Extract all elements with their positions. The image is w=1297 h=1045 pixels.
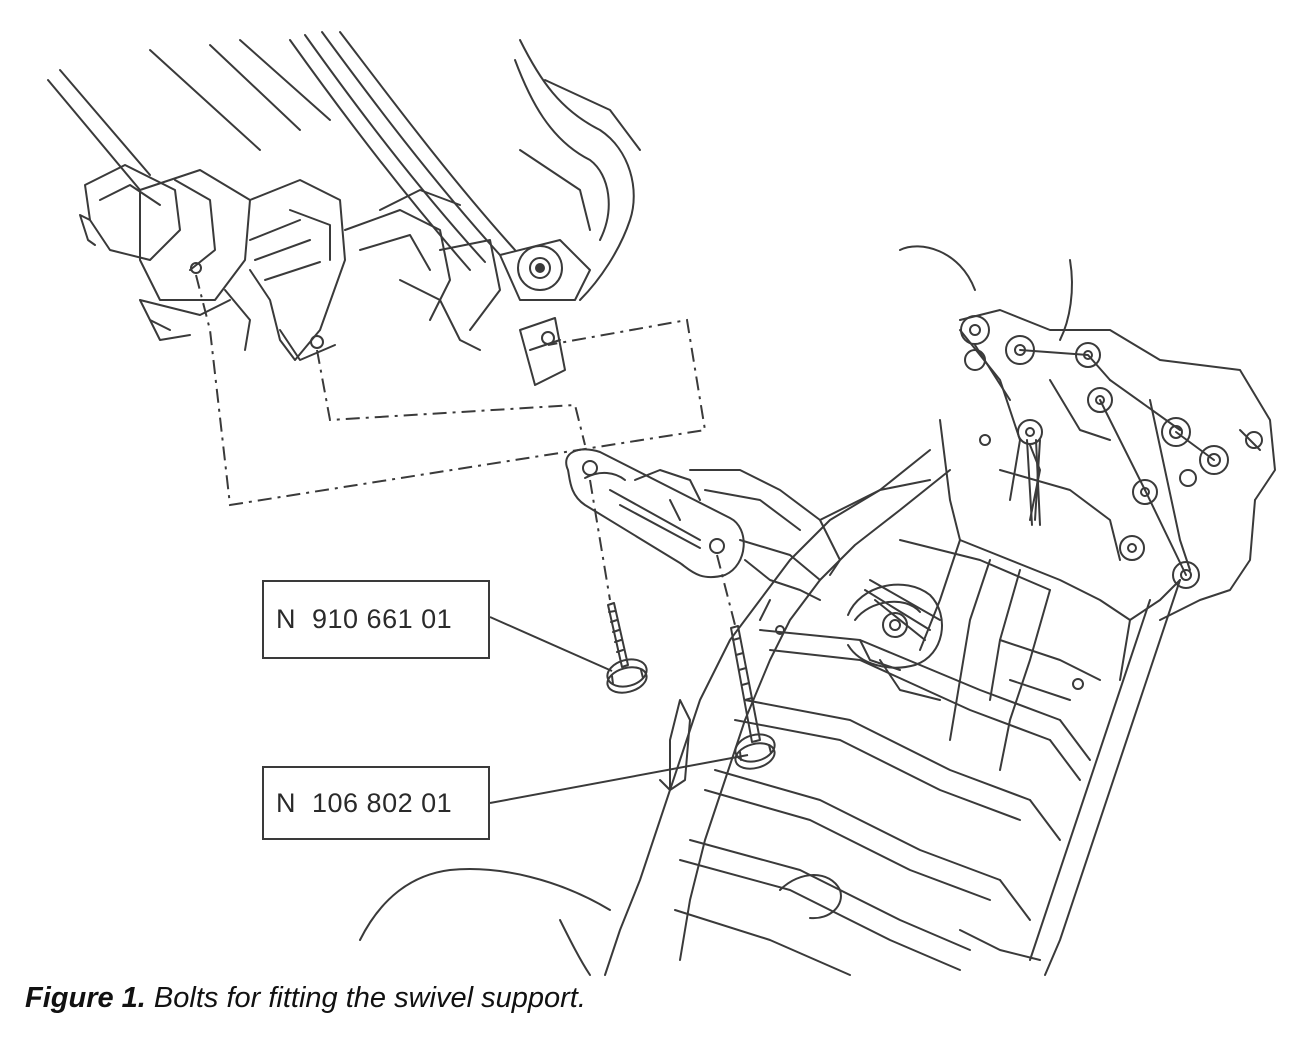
upper-assembly [47, 31, 641, 386]
bolt-106-802-01 [730, 625, 776, 770]
assembly-guide-lines [195, 274, 736, 626]
lower-assembly [359, 245, 1276, 976]
part-number-text: N 106 802 01 [276, 787, 453, 818]
swivel-support [565, 448, 745, 579]
figure-number: Figure 1. [25, 982, 146, 1014]
part-label-910-661-01: N 910 661 01 [262, 580, 490, 659]
leader-lines [489, 616, 749, 804]
figure-caption-text: Bolts for fitting the swivel support. [145, 982, 586, 1014]
part-label-106-802-01: N 106 802 01 [262, 766, 490, 840]
part-number-text: N 910 661 01 [276, 604, 453, 634]
figure-caption: Figure 1. Bolts for fitting the swivel s… [25, 982, 586, 1015]
bolt-910-661-01 [606, 602, 648, 694]
